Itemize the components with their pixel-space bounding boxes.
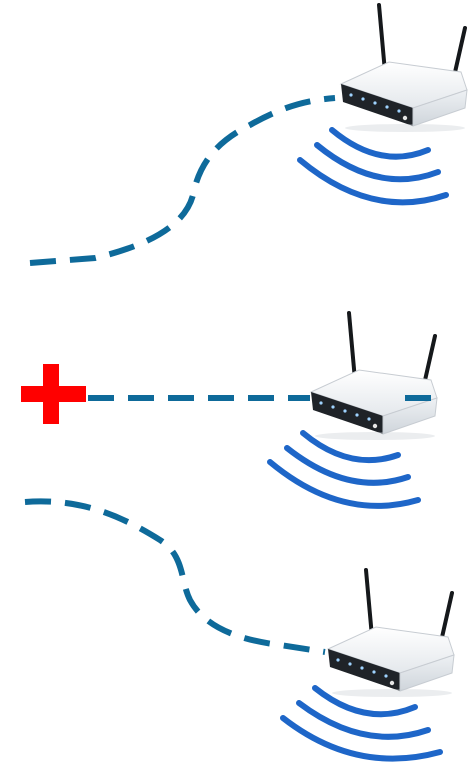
router-status-light — [373, 101, 376, 104]
router-status-light — [385, 105, 388, 108]
router-status-light — [331, 405, 334, 408]
router-status-light — [355, 413, 358, 416]
router-status-light — [348, 662, 351, 665]
wifi-router-icon — [311, 313, 437, 440]
antenna-left — [349, 313, 355, 380]
wifi-router-icon — [328, 570, 454, 697]
router-status-light — [349, 93, 352, 96]
router-group-bottom — [25, 501, 454, 758]
antenna-left — [379, 5, 385, 72]
router-status-light — [372, 670, 375, 673]
router-status-light — [343, 409, 346, 412]
router-power-dot — [403, 116, 407, 120]
router-power-dot — [373, 424, 377, 428]
router-status-light — [397, 109, 400, 112]
router-shadow — [345, 124, 465, 132]
wifi-signal-icon — [270, 433, 418, 506]
router-status-light — [361, 97, 364, 100]
cable-bottom — [25, 501, 325, 652]
router-status-light — [360, 666, 363, 669]
cable-top — [30, 98, 335, 263]
router-shadow — [315, 432, 435, 440]
router-group-top — [30, 5, 467, 263]
wifi-signal-icon — [300, 130, 446, 202]
wifi-signal-icon — [283, 688, 440, 759]
router-status-light — [319, 401, 322, 404]
router-shadow — [332, 689, 452, 697]
router-status-light — [367, 417, 370, 420]
router-status-light — [336, 658, 339, 661]
antenna-left — [366, 570, 372, 637]
router-group-middle — [21, 313, 437, 506]
router-power-dot — [390, 681, 394, 685]
wifi-router-icon — [341, 5, 467, 132]
router-status-light — [384, 674, 387, 677]
red-cross-icon — [21, 364, 86, 424]
